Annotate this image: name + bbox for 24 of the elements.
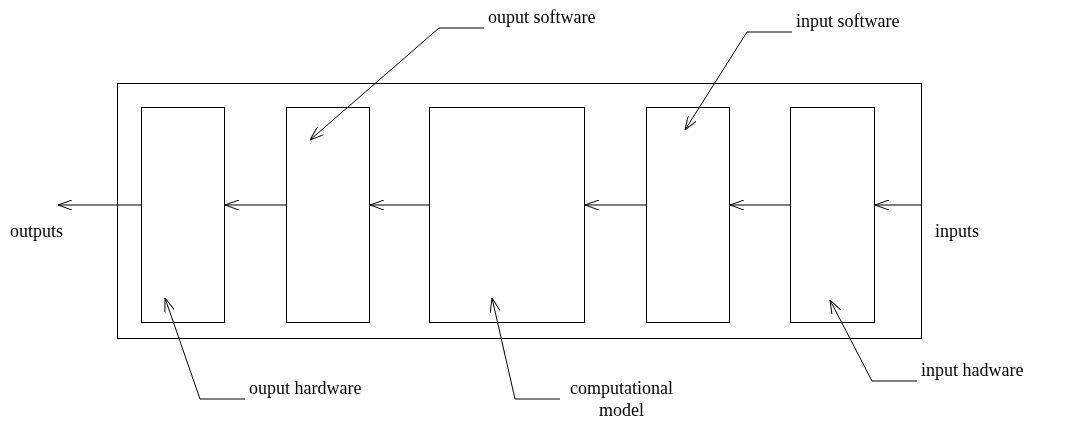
leader-line [489,297,561,400]
block-box [286,107,370,323]
leader-line [829,299,918,382]
io-label: inputs [935,220,979,242]
block-box [646,107,730,323]
io-label: outputs [10,220,63,242]
arrow [584,199,647,211]
block-box [141,107,225,323]
callout-label: computational model [564,377,679,421]
block-box [790,107,875,323]
block-box [429,107,585,323]
callout-label: input software [796,10,916,32]
arrow [57,199,142,211]
callout-label: ouput software [488,6,608,28]
arrow [224,199,287,211]
callout-label: input hadware [921,359,1041,381]
block-box [117,83,922,339]
leader-line [684,31,793,131]
leader-line [309,27,485,141]
callout-label: ouput hardware [249,377,374,399]
arrow [369,199,430,211]
arrow [729,199,791,211]
arrow [874,199,923,211]
leader-line [164,297,246,400]
